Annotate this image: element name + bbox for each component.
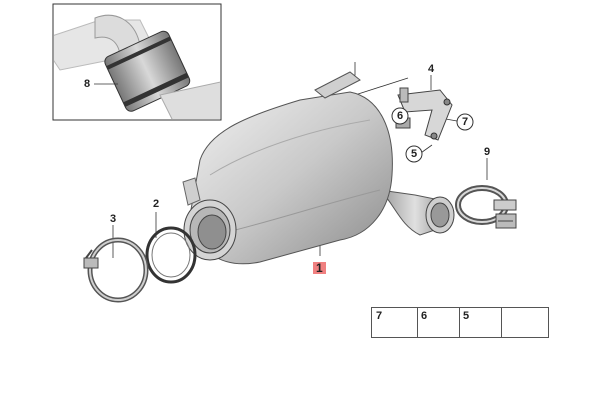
callout-6: 6 [397,110,404,122]
legend-cell-5: 5 [459,308,502,337]
callout-1-highlighted: 1 [313,262,326,274]
callout-4: 4 [428,63,435,75]
legend-number: 6 [421,310,428,322]
legend-number: 7 [376,310,383,322]
circled-callouts [391,107,474,163]
callout-2: 2 [153,198,160,210]
callout-5: 5 [411,148,418,160]
gasket [145,226,197,284]
callout-9: 9 [484,146,491,158]
legend-number: 5 [463,310,470,322]
catalytic-converter [182,71,455,265]
legend-cell-6: 6 [417,308,460,337]
callout-3: 3 [110,213,117,225]
pipe-clamp [455,185,517,229]
fastener-legend: 7 6 5 [371,307,549,338]
callout-8: 8 [84,78,91,90]
legend-cell-arrow [501,308,547,337]
v-band-clamp [83,237,149,303]
callout-7: 7 [462,116,469,128]
detail-inset [52,3,222,121]
legend-cell-7: 7 [372,308,418,337]
